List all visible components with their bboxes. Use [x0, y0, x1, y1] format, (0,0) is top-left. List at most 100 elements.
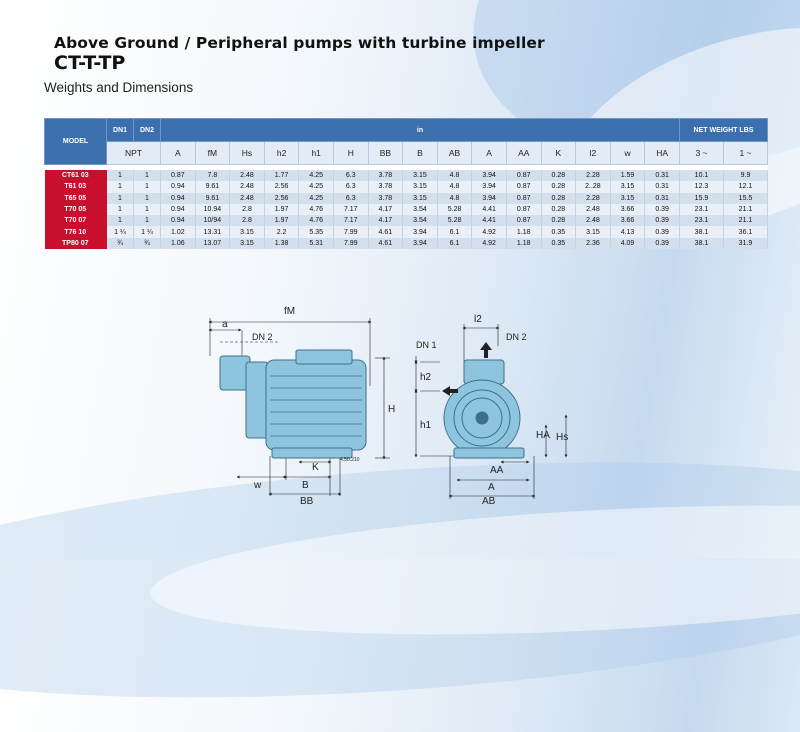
value-cell: 1 ¼ [133, 226, 161, 238]
value-cell: 2..28 [575, 181, 611, 193]
drawing-code: 4.50.210 [340, 457, 360, 463]
value-cell: 4.61 [368, 226, 404, 238]
label-fM: fM [284, 306, 295, 317]
value-cell: 3.94 [471, 181, 507, 193]
outlet-arrow-icon [480, 342, 492, 358]
value-cell: 3.94 [471, 192, 507, 204]
value-cell: 7.17 [333, 215, 369, 227]
label-B: B [302, 480, 309, 491]
value-cell: 1 [133, 192, 161, 204]
value-cell: 0.87 [506, 215, 542, 227]
label-dn1: DN 1 [416, 340, 437, 350]
value-cell: 10.1 [679, 170, 724, 182]
value-cell: 4.17 [368, 203, 404, 216]
front-pump-detail [453, 389, 511, 447]
value-cell: 5.28 [437, 203, 473, 216]
value-cell: 0.39 [644, 215, 680, 227]
value-cell: 3.78 [368, 181, 404, 193]
value-cell: 13.07 [195, 237, 231, 250]
value-cell: 2.48 [575, 215, 611, 227]
value-cell: 4.13 [610, 226, 646, 238]
value-cell: 2.56 [264, 181, 300, 193]
value-cell: 0.94 [160, 215, 196, 227]
label-AB: AB [482, 496, 496, 507]
value-cell: 0.94 [160, 192, 196, 204]
value-cell: 4.25 [298, 181, 334, 193]
value-cell: 3.94 [402, 237, 438, 250]
value-cell: 36.1 [723, 226, 769, 238]
value-cell: 5.31 [298, 237, 334, 250]
value-cell: 4.25 [298, 170, 334, 182]
value-cell: 6.1 [437, 226, 473, 238]
value-cell: 1 ¼ [106, 226, 134, 238]
dim-header: h1 [298, 141, 334, 165]
dim-header: B [402, 141, 438, 165]
value-cell: 3.54 [402, 215, 438, 227]
value-cell: 0.39 [644, 203, 680, 216]
dim-header: K [540, 141, 577, 165]
page-title: Above Ground / Peripheral pumps with tur… [54, 34, 545, 52]
value-cell: 4.92 [471, 237, 507, 250]
value-cell: 4.09 [610, 237, 646, 250]
value-cell: 0.87 [506, 192, 542, 204]
value-cell: 0.28 [541, 181, 577, 193]
value-cell: 1 [133, 181, 161, 193]
value-cell: 3.15 [229, 226, 265, 238]
value-cell: 3.15 [575, 226, 611, 238]
value-cell: 2.28 [575, 192, 611, 204]
value-cell: 0.39 [644, 237, 680, 250]
value-cell: 7.17 [333, 203, 369, 216]
model-cell: TP80 07 [44, 237, 107, 250]
dim-header: AA [505, 141, 542, 165]
value-cell: 6.3 [333, 181, 369, 193]
value-cell: 0.28 [541, 192, 577, 204]
value-cell: 0.28 [541, 170, 577, 182]
value-cell: 2.48 [229, 170, 265, 182]
label-l2: l2 [474, 314, 482, 325]
value-cell: 3.78 [368, 170, 404, 182]
value-cell: 4.8 [437, 170, 473, 182]
label-h1: h1 [420, 420, 432, 431]
value-cell: 4.8 [437, 192, 473, 204]
value-cell: 13.31 [195, 226, 231, 238]
value-cell: 3.15 [229, 237, 265, 250]
value-cell: 3.78 [368, 192, 404, 204]
value-cell: 1 [106, 215, 134, 227]
model-cell: T70 05 [44, 203, 107, 216]
value-cell: 0.87 [506, 181, 542, 193]
section-subtitle: Weights and Dimensions [44, 80, 194, 95]
value-cell: 5.35 [298, 226, 334, 238]
value-cell: 31.9 [723, 237, 769, 250]
inches-header: in [160, 118, 680, 142]
value-cell: 1 [106, 181, 134, 193]
label-HA: HA [536, 430, 550, 441]
dim-header: l2 [575, 141, 611, 165]
dn2-header: DN2 [133, 118, 161, 142]
dim-header: h2 [263, 141, 300, 165]
weight-subheader: 1 ~ [722, 141, 769, 165]
value-cell: 1 [106, 203, 134, 216]
value-cell: 1.97 [264, 203, 300, 216]
value-cell: 2.2 [264, 226, 300, 238]
value-cell: 3.66 [610, 203, 646, 216]
value-cell: 12.1 [723, 181, 769, 193]
value-cell: 4.76 [298, 215, 334, 227]
value-cell: 9.61 [195, 192, 231, 204]
value-cell: 4.61 [368, 237, 404, 250]
value-cell: 6.3 [333, 192, 369, 204]
value-cell: 1.97 [264, 215, 300, 227]
value-cell: 1.06 [160, 237, 196, 250]
value-cell: 10/94 [195, 215, 231, 227]
label-dn2-front: DN 2 [506, 332, 527, 342]
value-cell: 4.8 [437, 181, 473, 193]
value-cell: 2.8 [229, 215, 265, 227]
model-cell: T61 03 [44, 181, 107, 193]
side-pump-body [219, 349, 367, 459]
value-cell: 3.15 [402, 181, 438, 193]
dim-header: AB [436, 141, 473, 165]
value-cell: 2.8 [229, 203, 265, 216]
